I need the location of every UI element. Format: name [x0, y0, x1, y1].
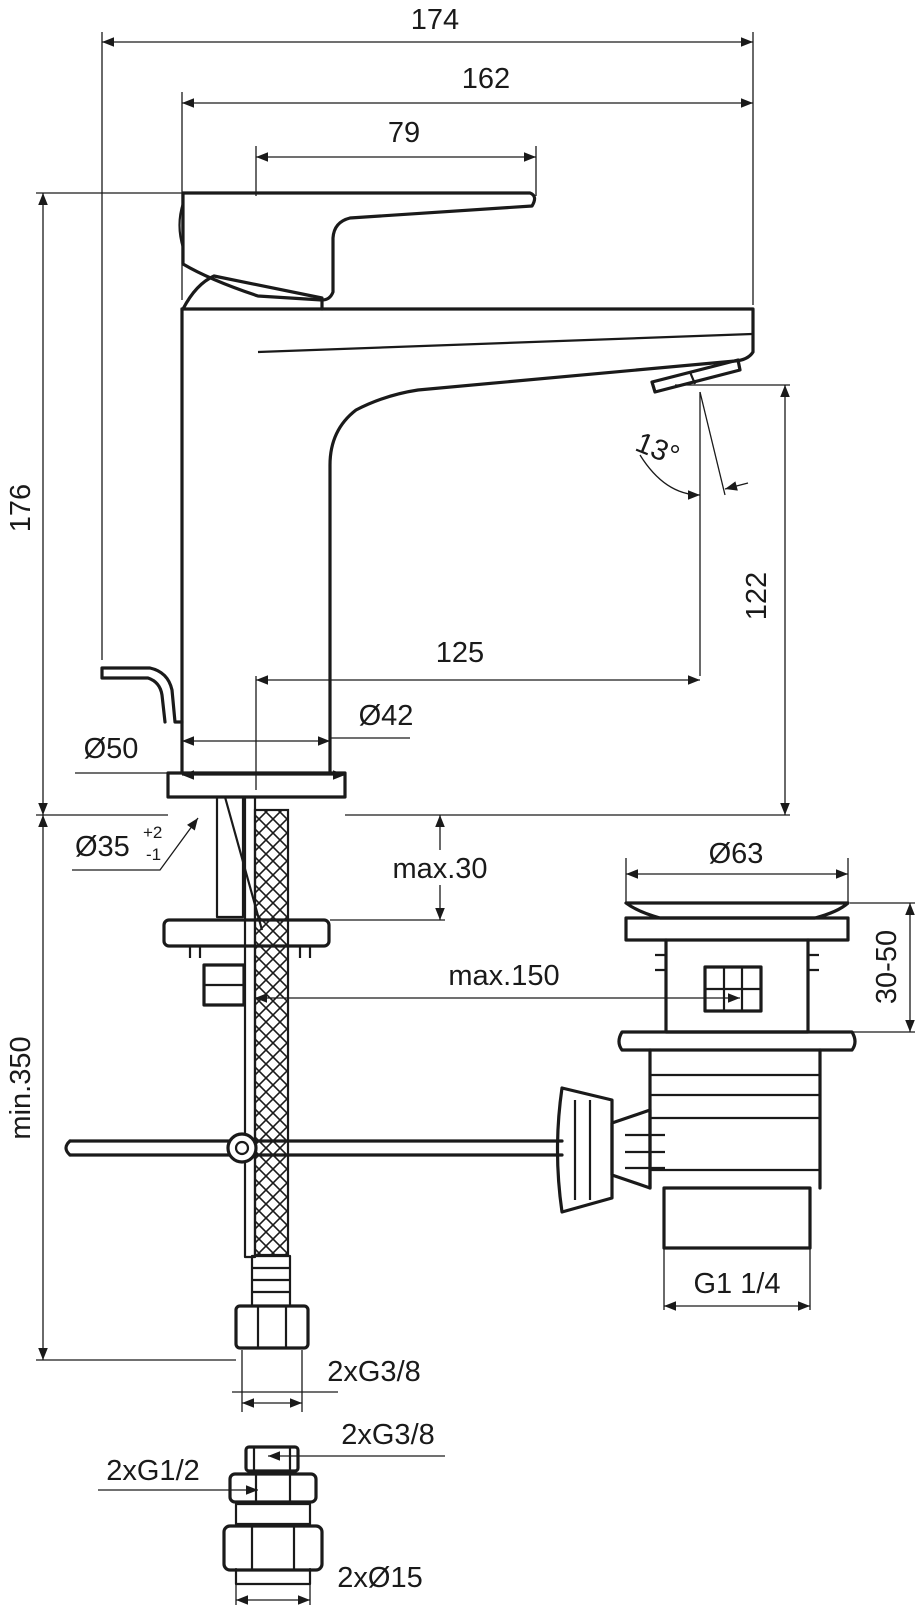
label-hose-length: min.350	[5, 1036, 37, 1139]
label-valve-outlet: 2xØ15	[337, 1562, 422, 1594]
label-spout-projection: 125	[436, 637, 484, 669]
faucet-body	[100, 191, 755, 799]
label-lever-length: 79	[388, 117, 420, 149]
pull-rod	[64, 1132, 564, 1164]
label-drain-cap-diameter: Ø63	[709, 838, 764, 870]
label-body-diameter: Ø42	[359, 700, 414, 732]
label-outlet-height: 122	[741, 572, 773, 620]
label-valve-thread: 2xG1/2	[106, 1455, 200, 1487]
pop-up-waste	[555, 901, 857, 1250]
label-base-diameter: Ø50	[84, 733, 139, 765]
angle-valve	[222, 1445, 324, 1586]
dimension-lines	[36, 32, 915, 1605]
mounting-plate	[162, 918, 331, 948]
label-hole-tol-minus: -1	[146, 845, 161, 864]
label-valve-inlet: 2xG3/8	[341, 1419, 435, 1451]
pop-up-rod	[100, 666, 184, 724]
drain-cap	[624, 901, 850, 920]
label-hole-diameter: Ø35	[75, 831, 130, 863]
lever-handle	[181, 191, 537, 302]
label-drain-offset: max.150	[448, 960, 559, 992]
label-spout-reach: 162	[462, 63, 510, 95]
label-overall-width: 174	[411, 4, 459, 36]
label-deck-thickness: max.30	[392, 853, 487, 885]
hose-nut	[234, 1304, 310, 1350]
mounting-assembly	[162, 795, 331, 1259]
label-hose-connection: 2xG3/8	[327, 1356, 421, 1388]
side-nut	[555, 1086, 614, 1214]
flexible-hose	[234, 808, 310, 1350]
spout	[180, 307, 755, 775]
label-drain-range: 30-50	[871, 930, 903, 1004]
label-total-height: 176	[5, 484, 37, 532]
label-spray-angle: 13°	[631, 427, 684, 473]
label-drain-thread: G1 1/4	[693, 1268, 780, 1300]
label-hole-tol-plus: +2	[143, 823, 162, 842]
dimension-labels: 174 162 79 176 122 125 13° Ø42 Ø50 Ø35 +…	[5, 4, 903, 1594]
aerator	[650, 358, 742, 394]
